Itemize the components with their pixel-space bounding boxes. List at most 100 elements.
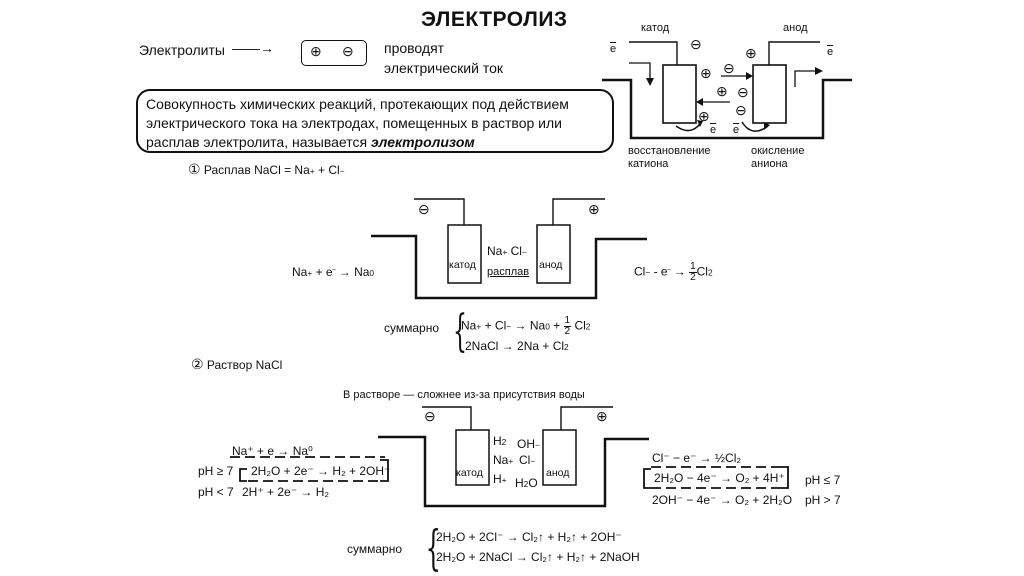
- eq-part: Cl: [519, 453, 531, 467]
- anode-plus-icon: ⊕: [588, 201, 600, 217]
- ion-cl: Cl: [507, 244, 522, 258]
- eq-part: Na: [461, 318, 477, 333]
- solution-cathode-label: катод: [456, 467, 483, 479]
- anion-icon: ⊖: [723, 60, 735, 76]
- cation-icon: ⊕: [745, 45, 757, 61]
- definition-term: электролизом: [370, 134, 475, 150]
- definition-line3-text: расплав электролита, называется: [146, 134, 371, 150]
- solution-cell-lines: [378, 406, 649, 508]
- eq-part: Cl: [634, 264, 646, 279]
- eq-part: →: [670, 264, 686, 279]
- frac-num: 1: [563, 315, 572, 327]
- reduction-line1: восстановление: [628, 145, 711, 157]
- solution-total-line2: 2H₂O + 2NaCl → Cl₂↑ + H₂↑ + 2NaOH: [436, 550, 640, 564]
- eq-part: Cl: [696, 264, 708, 279]
- species-h: H+: [493, 472, 507, 486]
- anion-icon: ⊖: [690, 36, 702, 52]
- eq-part: - e: [650, 264, 668, 279]
- ph-le-7: pH ≤ 7: [805, 473, 841, 487]
- solution-total-line1: 2H₂O + 2Cl⁻ → Cl₂↑ + H₂↑ + 2OH⁻: [436, 530, 622, 544]
- conduct-line2: электрический ток: [384, 60, 503, 76]
- electron-in-label: e: [610, 43, 617, 55]
- eq-part: → Na: [511, 318, 546, 333]
- eq-part: Cl: [571, 318, 586, 333]
- sub: 2: [501, 437, 507, 447]
- dashed-brackets: [230, 456, 789, 489]
- frac-num: 1: [689, 261, 697, 273]
- arrow-icon: ——→: [232, 40, 274, 56]
- brace-icon: {: [425, 520, 441, 576]
- frac-den: 2: [690, 272, 696, 283]
- electron-anode-label: e: [733, 124, 740, 136]
- electron-out-label: e: [827, 46, 834, 58]
- eq-part: + Cl: [481, 318, 507, 333]
- definition-line2: электрического тока на электродах, помещ…: [146, 115, 562, 131]
- eq-part: OH: [517, 437, 535, 451]
- sup: +: [502, 247, 508, 257]
- cation-icon: ⊕: [700, 65, 712, 81]
- solution-note: В растворе — сложнее из-за присутствия в…: [343, 389, 585, 401]
- species-na: Na+: [493, 453, 513, 467]
- sup: −: [339, 166, 345, 176]
- sub: 2: [523, 479, 529, 489]
- melt-total-line2: 2NaCl → 2Na + Cl2: [465, 339, 569, 353]
- section1-number: ①: [188, 161, 201, 177]
- section2-number: ②: [191, 356, 204, 372]
- melt-cathode-label: катод: [449, 259, 476, 271]
- section1-heading: ① Расплав NaCl = Na+ + Cl−: [188, 161, 345, 178]
- solution-cathode-eq2: 2H₂O + 2e⁻ → H₂ + 2OH⁻: [251, 464, 391, 478]
- plus-circle-icon: ⊕: [310, 43, 322, 59]
- eq-part: H: [515, 476, 524, 490]
- melt-anode-label: анод: [539, 259, 563, 271]
- conduct-line1: проводят: [384, 40, 445, 56]
- definition-line1: Совокупность химических реакций, протека…: [146, 96, 569, 112]
- electrolytes-label: Электролиты: [139, 42, 225, 58]
- section2-heading: ② Раствор NaCl: [191, 356, 282, 373]
- oxidation-line1: окисление: [751, 145, 805, 157]
- solution-cathode-eq3: 2H⁺ + 2e⁻ → H₂: [242, 485, 330, 499]
- minus-circle-icon: ⊖: [342, 43, 354, 59]
- electron-cathode-label: e: [710, 124, 717, 136]
- ph-gt-7: pH > 7: [805, 493, 841, 507]
- cathode-minus-icon: ⊖: [424, 408, 436, 424]
- eq-part: Na: [493, 453, 509, 467]
- solution-anode-eq1: Cl⁻ − e⁻ → ½Cl₂: [652, 451, 742, 465]
- page-title: ЭЛЕКТРОЛИЗ: [421, 8, 568, 31]
- frac-den: 2: [564, 326, 571, 337]
- solution-anode-label: анод: [546, 467, 570, 479]
- sup: 0: [545, 321, 550, 332]
- section1-heading-text: Расплав NaCl = Na: [203, 163, 310, 177]
- cation-icon: ⊕: [698, 108, 710, 124]
- sup: −: [521, 247, 527, 257]
- electrolyte-box: ⊕ ⊖: [301, 40, 367, 66]
- anion-icon: ⊖: [735, 102, 747, 118]
- cation-icon: ⊕: [716, 83, 728, 99]
- sup: +: [508, 456, 514, 466]
- section1-heading-mid: + Cl: [314, 163, 340, 177]
- cathode-minus-icon: ⊖: [418, 201, 430, 217]
- brace-icon: {: [453, 306, 467, 357]
- eq-part: H: [493, 472, 502, 486]
- solution-anode-eq2: 2H₂O − 4e⁻ → O₂ + 4H⁺: [654, 471, 785, 485]
- eq-part: → Na: [335, 265, 370, 279]
- melt-ions: Na+ Cl−: [487, 244, 527, 258]
- species-cl: Cl−: [519, 453, 535, 467]
- anion-icon: ⊖: [737, 84, 749, 100]
- sup: +: [307, 268, 313, 278]
- eq-part: H: [493, 434, 502, 448]
- sup: +: [501, 475, 507, 485]
- top-anode-label: анод: [783, 22, 808, 34]
- solution-total-label: суммарно: [347, 542, 403, 556]
- eq-part: 2NaCl → 2Na + Cl: [465, 339, 565, 353]
- eq-part: +: [549, 318, 564, 333]
- sup: +: [309, 166, 315, 176]
- sup: −: [506, 321, 512, 332]
- eq-part: + e: [312, 265, 333, 279]
- sup: 0: [369, 268, 375, 278]
- ion-na: Na: [487, 244, 503, 258]
- solution-cathode-eq1: Na⁺ + e → Na⁰: [232, 444, 313, 458]
